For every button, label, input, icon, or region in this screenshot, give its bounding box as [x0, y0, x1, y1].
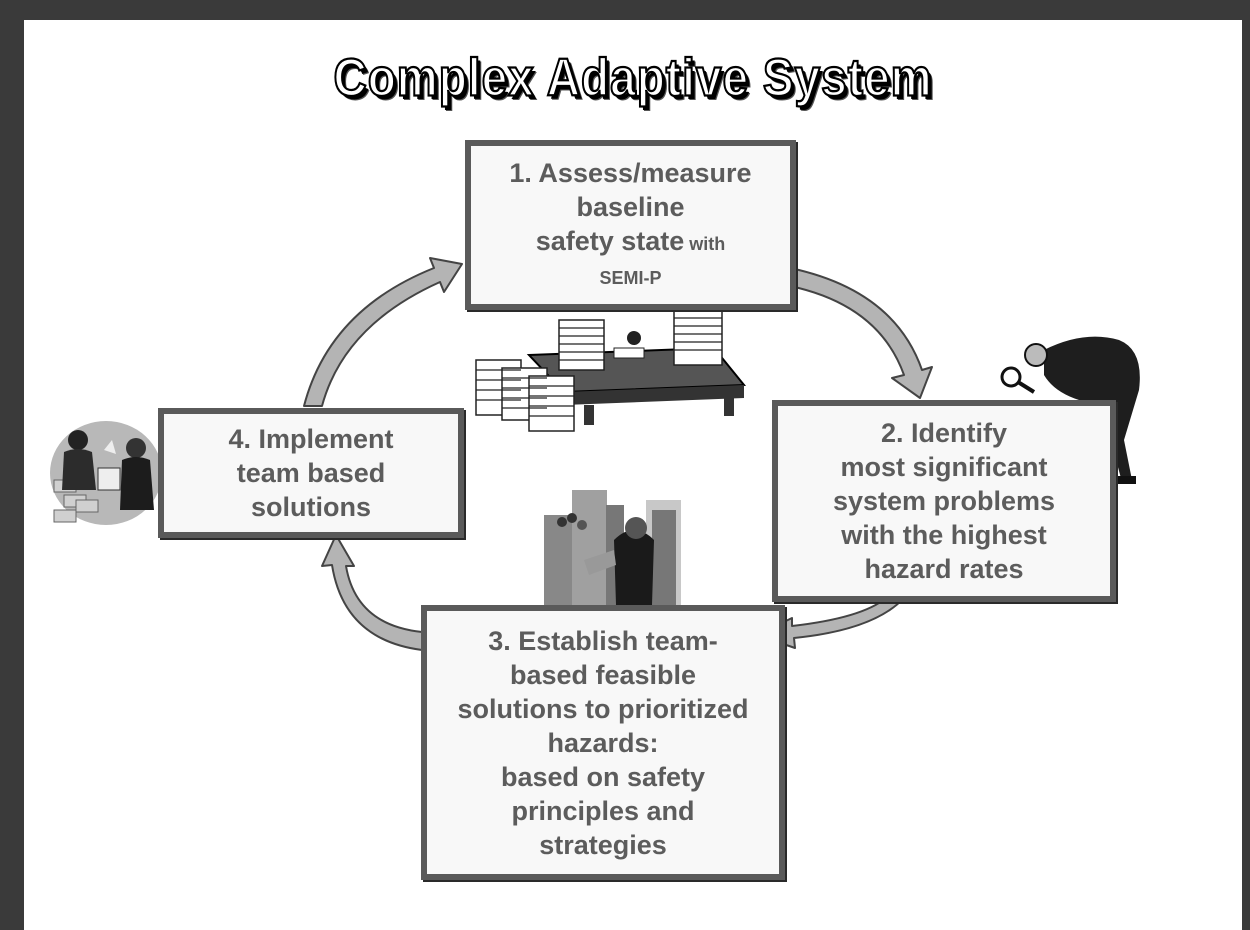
step-2-line-2: most significant — [840, 452, 1048, 482]
slide: Complex Adaptive System — [24, 20, 1242, 930]
team-handshake-icon — [50, 421, 162, 525]
step-4-line-2: team based — [236, 458, 386, 488]
step-3-line-1: 3. Establish team- — [488, 625, 718, 656]
step-4-line-3: solutions — [251, 492, 371, 522]
city-man-icon — [544, 490, 681, 605]
step-3-line-2: based feasible — [509, 659, 697, 690]
step-2-line-4: with the highest — [841, 520, 1047, 550]
step-2-box: 2. Identify most significant system prob… — [772, 400, 1116, 602]
cycle-arrows — [303, 257, 933, 651]
step-3-box: 3. Establish team- based feasible soluti… — [421, 605, 785, 880]
step-3-line-6: principles and — [511, 795, 695, 826]
step-3-line-5: based on safety — [500, 761, 706, 792]
arrow-step4-to-step1 — [303, 257, 463, 407]
step-1-line-4: SEMI-P — [599, 267, 662, 288]
step-2-line-3: system problems — [832, 486, 1056, 516]
step-1-line-3: safety state with — [471, 224, 790, 261]
arrow-step1-to-step2 — [789, 267, 933, 399]
step-1-box: 1. Assess/measure baseline safety state … — [465, 140, 796, 310]
step-1-line-1: 1. Assess/measure — [509, 157, 752, 188]
diagram-title: Complex Adaptive System — [332, 46, 933, 108]
step-1-line-3-small: with — [684, 233, 726, 254]
step-1-line-2: baseline — [576, 191, 685, 222]
step-3-line-4: hazards: — [547, 727, 659, 758]
step-3-line-3: solutions to prioritized — [457, 693, 749, 724]
step-2-line-1: 2. Identify — [880, 418, 1008, 448]
step-2-line-5: hazard rates — [864, 554, 1024, 584]
papers-desk-icon — [475, 309, 747, 432]
step-4-box: 4. Implement team based solutions — [158, 408, 464, 538]
step-4-line-1: 4. Implement — [228, 424, 394, 454]
arrow-step3-to-step4 — [321, 534, 423, 651]
step-1-line-3-main: safety state — [535, 225, 685, 256]
step-3-line-7: strategies — [539, 829, 667, 860]
